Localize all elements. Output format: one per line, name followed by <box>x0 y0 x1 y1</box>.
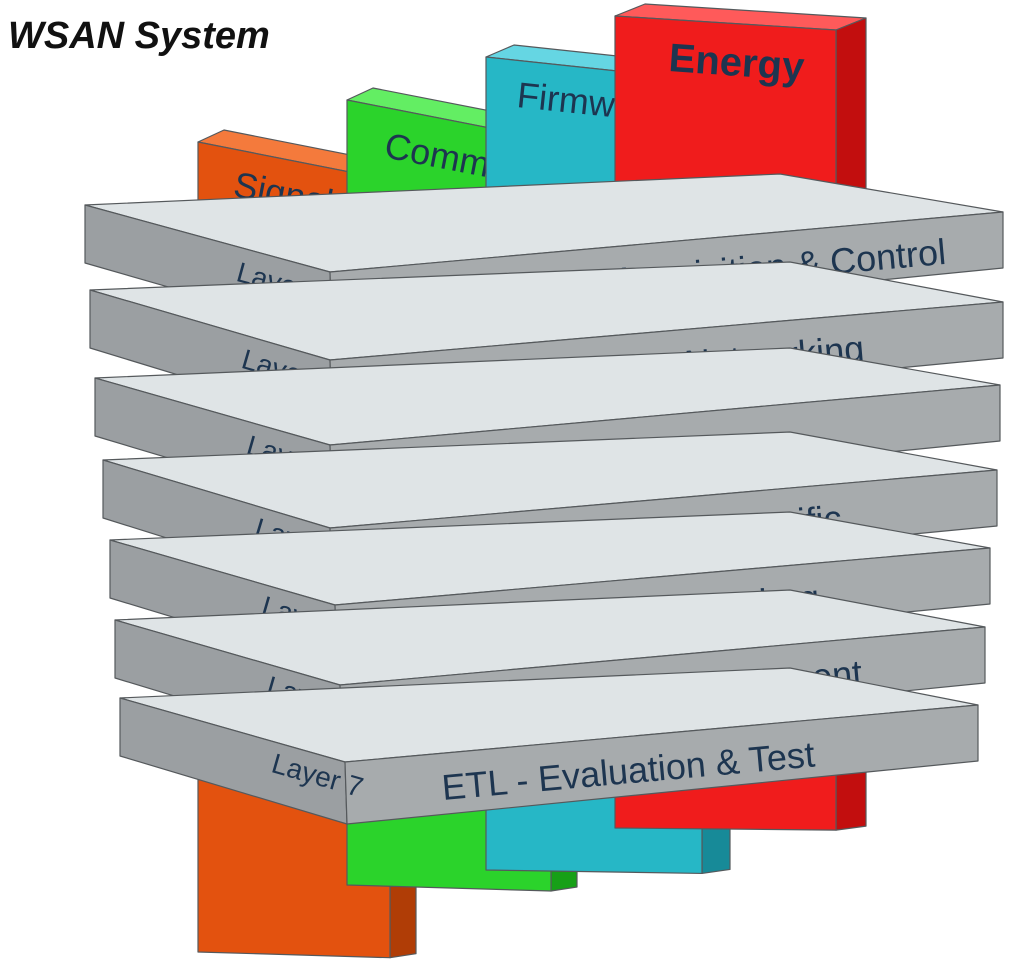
diagram-title: WSAN System <box>8 15 270 57</box>
slab-front-face <box>344 704 979 825</box>
pillar-label: Energy <box>667 36 806 89</box>
layer-abbreviation: ETL <box>440 761 508 808</box>
layer-separator: - <box>504 758 540 802</box>
